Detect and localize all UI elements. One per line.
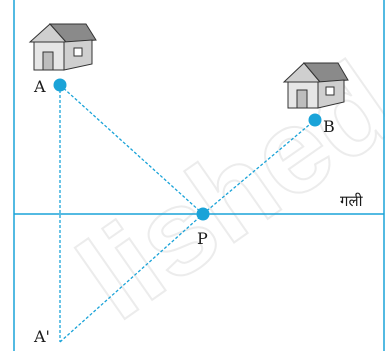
house-a-icon bbox=[28, 23, 97, 71]
label-a: A bbox=[33, 77, 46, 96]
point-p-dot bbox=[196, 207, 210, 221]
point-a-dot bbox=[53, 78, 67, 92]
label-p: P bbox=[197, 229, 208, 248]
point-b-dot bbox=[308, 113, 322, 127]
ray-p-to-b bbox=[202, 119, 316, 215]
street-label: गली bbox=[340, 192, 364, 210]
label-a-image: A' bbox=[33, 327, 50, 346]
house-b-icon bbox=[282, 62, 349, 109]
ray-a-image-to-p bbox=[59, 213, 204, 343]
label-b: B bbox=[323, 117, 335, 136]
ray-a-to-p bbox=[59, 84, 204, 215]
